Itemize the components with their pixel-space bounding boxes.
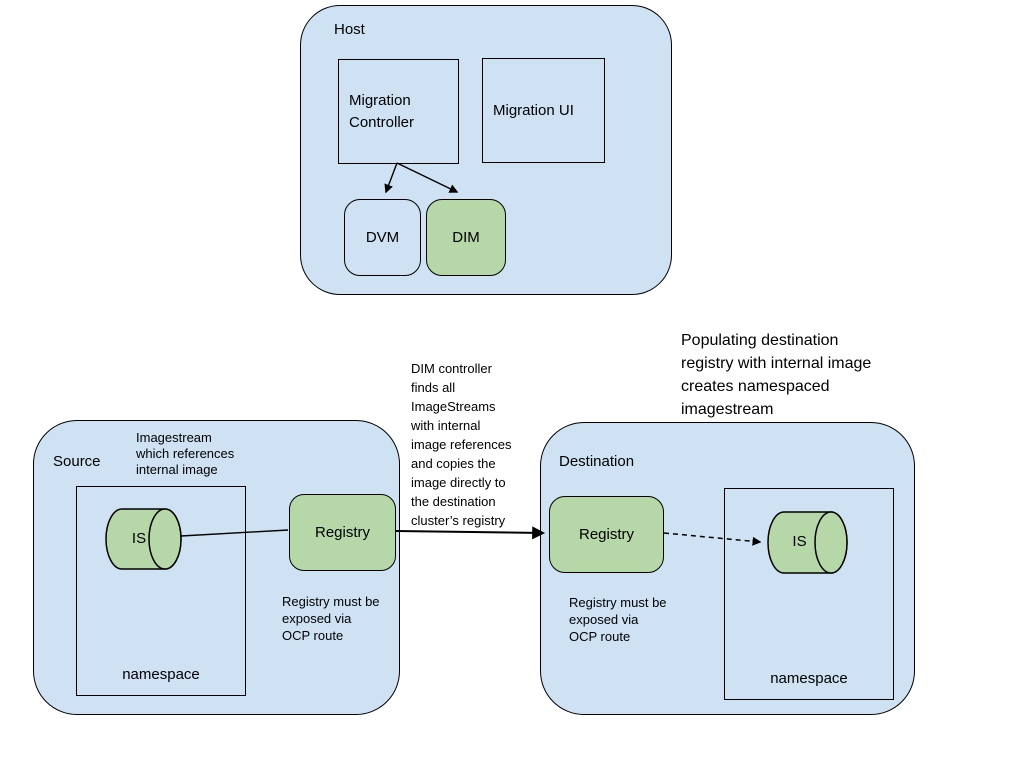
source-container: Source Imagestream which references inte…: [33, 420, 400, 715]
arrow-registry-to-registry: [395, 526, 546, 540]
source-registry-label: Registry: [314, 524, 370, 541]
populate-annotation: Populating destination registry with int…: [681, 332, 872, 418]
destination-registry-label: Registry: [578, 526, 634, 543]
source-namespace-box: namespace: [76, 486, 246, 696]
destination-label: Destination: [559, 453, 635, 470]
source-registry-note: Registry must be exposed via OCP route: [282, 594, 380, 643]
migration-controller-box: Migration Controller: [338, 59, 459, 164]
destination-namespace-box: namespace: [724, 488, 894, 700]
dim-flow-annotation: DIM controller finds all ImageStreams wi…: [411, 361, 512, 528]
dim-label: DIM: [452, 229, 480, 246]
destination-registry-node: Registry: [549, 496, 664, 573]
destination-registry-note: Registry must be exposed via OCP route: [569, 595, 667, 644]
source-imagestream-note: Imagestream which references internal im…: [136, 430, 235, 477]
destination-container: Destination Registry Registry must be ex…: [540, 422, 915, 715]
migration-controller-label: Migration Controller: [349, 91, 415, 131]
source-registry-node: Registry: [289, 494, 396, 571]
source-label: Source: [53, 453, 101, 470]
host-label: Host: [334, 21, 365, 38]
dvm-label: DVM: [365, 229, 400, 246]
destination-namespace-label: namespace: [770, 670, 848, 687]
migration-ui-label: Migration UI: [493, 101, 574, 119]
host-container: Host Migration Controller Migration UI D…: [300, 5, 672, 295]
dvm-node: DVM: [344, 199, 421, 276]
source-is-label: IS: [131, 530, 147, 547]
migration-ui-box: Migration UI: [482, 58, 605, 163]
destination-is-label: IS: [792, 533, 807, 550]
source-namespace-label: namespace: [122, 666, 200, 683]
dim-node: DIM: [426, 199, 506, 276]
